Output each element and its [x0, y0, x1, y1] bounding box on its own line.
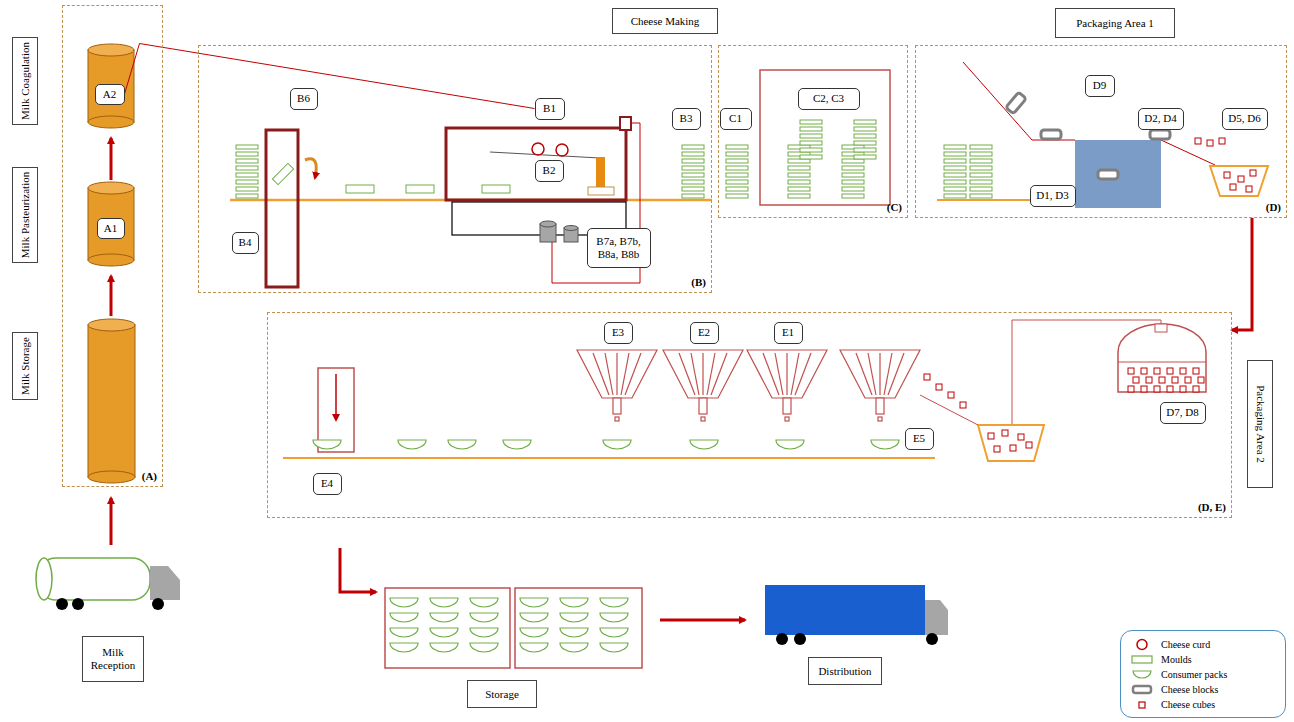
- callout-number-text: A2: [103, 88, 116, 101]
- section-title-text: Packaging Area 1: [1076, 17, 1154, 30]
- section-title-text: Distribution: [818, 665, 871, 678]
- callout-number: E4: [313, 473, 342, 495]
- callout-number: E5: [905, 428, 934, 450]
- callout-number-text: D1, D3: [1036, 189, 1068, 202]
- stage-label: Milk Storage: [12, 332, 38, 400]
- region-label: (A): [142, 470, 157, 483]
- section-title-text: Cheese Making: [631, 15, 700, 28]
- callout-number: D1, D3: [1030, 185, 1076, 207]
- process-region: (D) D9D1, D3 D2, D4 D5, D6: [915, 45, 1287, 218]
- callout-number: C1: [720, 108, 752, 130]
- section-title: Packaging Area 1: [1055, 8, 1175, 38]
- legend-text: Moulds: [1161, 654, 1192, 666]
- callout-number-text: B3: [680, 112, 693, 125]
- process-region: (D, E) E3 E2 E1E5E4 D7, D8: [267, 312, 1232, 518]
- callout-number: D9: [1085, 75, 1115, 97]
- callout-number-text: E5: [913, 432, 925, 445]
- region-label: (B): [691, 276, 706, 289]
- callout-number-text: B2: [543, 164, 556, 177]
- section-title: Milk Reception: [82, 636, 144, 682]
- callout-number-text: C2, C3: [813, 92, 844, 105]
- legend-sample: [1129, 683, 1155, 696]
- stage-label-text: Packaging Area 2: [1254, 385, 1267, 463]
- stage-label-text: Milk Storage: [19, 337, 32, 395]
- callout-number-text: E2: [698, 326, 710, 339]
- callout-number: B7a, B7b, B8a, B8b: [587, 228, 651, 268]
- process-region: (C) C1 C2, C3: [718, 45, 908, 218]
- legend-box: Cheese curdMouldsConsumer packsCheese bl…: [1120, 630, 1286, 718]
- callout-number: B4: [232, 232, 259, 254]
- callout-number-text: D7, D8: [1166, 406, 1198, 419]
- legend-sample: [1129, 668, 1155, 681]
- legend-text: Cheese cubes: [1161, 699, 1215, 711]
- callout-number: E3: [604, 322, 633, 344]
- callout-number-text: C1: [729, 112, 742, 125]
- legend-sample: [1129, 638, 1155, 651]
- section-title-text: Storage: [485, 688, 519, 701]
- callout-number-text: B1: [543, 102, 556, 115]
- callout-number: D2, D4: [1138, 108, 1184, 130]
- callout-number-text: E3: [612, 326, 624, 339]
- legend-text: Cheese curd: [1161, 639, 1210, 651]
- legend-row: Consumer packs: [1129, 667, 1277, 682]
- callout-number-text: E1: [782, 326, 794, 339]
- section-title: Cheese Making: [612, 8, 718, 34]
- callout-number: A2: [95, 84, 125, 105]
- stage-label-text: Milk Pasteurization: [19, 172, 32, 258]
- callout-number: B6: [290, 88, 318, 110]
- legend-row: Moulds: [1129, 652, 1277, 667]
- callout-number-text: D9: [1093, 79, 1106, 92]
- region-label: (D, E): [1198, 501, 1226, 514]
- process-region: (B) B1B2 B3B4 B6B7a, B7b, B8a, B8b: [198, 45, 712, 293]
- callout-number: B2: [535, 160, 564, 182]
- stage-label-text: Milk Coagulation: [19, 42, 32, 120]
- legend-sample: [1129, 698, 1155, 711]
- legend-row: Cheese blocks: [1129, 682, 1277, 697]
- callout-number-text: D5, D6: [1228, 112, 1260, 125]
- callout-number: E2: [690, 322, 719, 344]
- callout-number: B3: [672, 108, 701, 130]
- legend-row: Cheese cubes: [1129, 697, 1277, 712]
- callout-number-text: B7a, B7b, B8a, B8b: [591, 235, 647, 261]
- stage-label: Packaging Area 2: [1247, 360, 1273, 488]
- callout-number: C2, C3: [798, 88, 860, 110]
- flow-connector: [1232, 218, 1252, 330]
- legend-text: Consumer packs: [1161, 669, 1227, 681]
- process-region: (A) A2A1: [62, 5, 163, 487]
- stage-label: Milk Pasteurization: [12, 167, 38, 263]
- flow-connector: [125, 44, 535, 109]
- callout-number: D7, D8: [1160, 402, 1206, 424]
- region-label: (D): [1266, 201, 1281, 214]
- callout-number-text: D2, D4: [1144, 112, 1176, 125]
- stage-label: Milk Coagulation: [12, 37, 38, 125]
- region-label: (C): [887, 201, 902, 214]
- callout-number: E1: [774, 322, 803, 344]
- callout-number-text: E4: [321, 477, 333, 490]
- callout-number-text: B6: [297, 92, 310, 105]
- callout-number: B1: [535, 98, 565, 120]
- callout-number-text: A1: [104, 222, 117, 235]
- callout-number: A1: [97, 218, 125, 239]
- section-title: Storage: [467, 680, 537, 708]
- legend-text: Cheese blocks: [1161, 684, 1219, 696]
- callout-number: D5, D6: [1222, 108, 1268, 130]
- section-title-text: Milk Reception: [87, 646, 139, 672]
- section-title: Distribution: [808, 657, 882, 685]
- legend-row: Cheese curd: [1129, 637, 1277, 652]
- legend-sample: [1129, 653, 1155, 666]
- callout-number-text: B4: [239, 236, 252, 249]
